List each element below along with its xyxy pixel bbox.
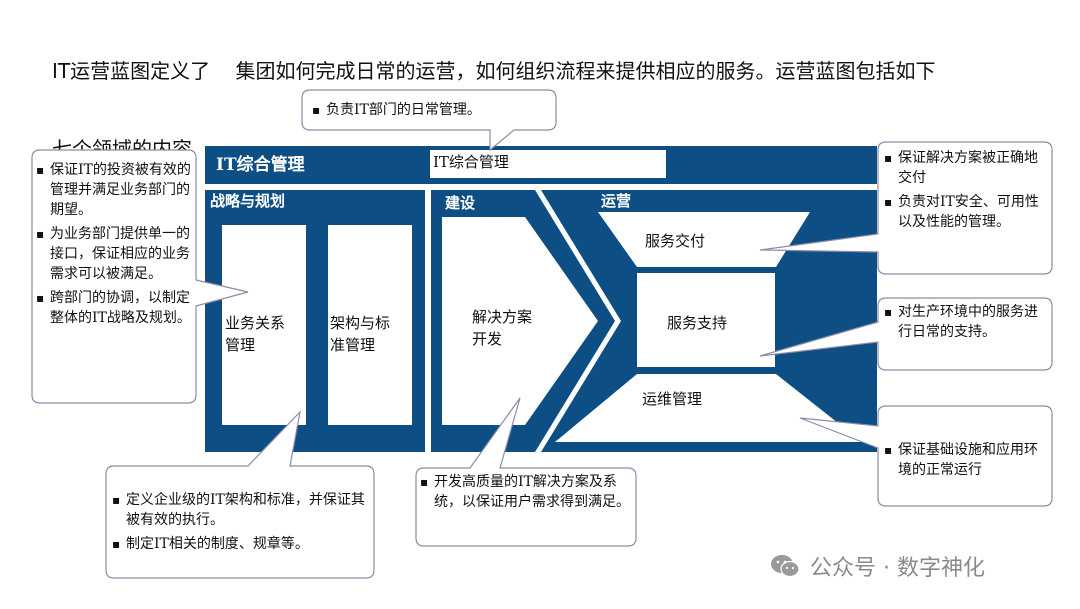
watermark: 公众号 · 数字神化 [770,550,985,582]
build-label: 建设 [445,194,476,212]
callout-bottom-left-item-2: 制定IT相关的制度、规章等。 [112,534,368,554]
strategy-label: 战略与规划 [210,192,286,210]
solution-dev-box [442,217,598,425]
callout-right-top-item-2: 负责对IT安全、可用性以及性能的管理。 [884,192,1046,232]
biz-relation-label: 业务关系 管理 [225,314,286,354]
ops-mgmt-box [555,374,862,442]
callout-right-top-item-1: 保证解决方案被正确地交付 [884,148,1046,188]
callout-bottom-mid-item: 开发高质量的IT解决方案及系统，以保证用户需求得到满足。 [420,472,630,512]
it-mgmt-box-label: IT综合管理 [433,153,509,171]
intro-text: IT运营蓝图定义了 集团如何完成日常的运营，如何组织流程来提供相应的服务。运营蓝… [52,6,1062,188]
ops-label: 运营 [601,192,632,210]
it-mgmt-inner-box [430,150,666,178]
arch-std-label: 架构与标 准管理 [330,314,391,354]
arch-std-box [328,225,412,425]
ops-mgmt-label: 运维管理 [642,390,703,408]
callout-right-mid: 对生产环境中的服务进行日常的支持。 [884,302,1046,346]
callout-left: 保证IT的投资被有效的管理并满足业务部门的期望。 为业务部门提供单一的接口，保证… [36,160,192,332]
callout-right-bottom: 保证基础设施和应用环境的正常运行 [884,440,1046,484]
callout-top: 负责IT部门的日常管理。 [312,100,548,124]
callout-bottom-mid: 开发高质量的IT解决方案及系统，以保证用户需求得到满足。 [420,472,630,516]
callout-right-top: 保证解决方案被正确地交付 负责对IT安全、可用性以及性能的管理。 [884,148,1046,236]
callout-left-item-1: 保证IT的投资被有效的管理并满足业务部门的期望。 [36,160,192,220]
it-mgmt-label: IT综合管理 [216,155,305,175]
callout-right-bottom-item: 保证基础设施和应用环境的正常运行 [884,440,1046,480]
callout-right-mid-item: 对生产环境中的服务进行日常的支持。 [884,302,1046,342]
callout-bottom-left-item-1: 定义企业级的IT架构和标准，并保证其被有效的执行。 [112,490,368,530]
wechat-icon [771,555,800,578]
biz-relation-box [222,225,306,425]
service-support-label: 服务支持 [667,314,728,332]
callout-bottom-left: 定义企业级的IT架构和标准，并保证其被有效的执行。 制定IT相关的制度、规章等。 [112,490,368,558]
callout-left-item-3: 跨部门的协调，以制定整体的IT战略及规划。 [36,288,192,328]
watermark-text: 公众号 · 数字神化 [810,556,985,581]
solution-dev-label: 解决方案 开发 [472,308,533,348]
callout-left-item-2: 为业务部门提供单一的接口，保证相应的业务需求可以被满足。 [36,224,192,284]
callout-top-item: 负责IT部门的日常管理。 [312,100,548,120]
service-delivery-box [598,212,810,267]
service-support-box [637,273,775,367]
service-delivery-label: 服务交付 [645,232,706,250]
intro-line-1: IT运营蓝图定义了 集团如何完成日常的运营，如何组织流程来提供相应的服务。运营蓝… [52,59,936,83]
